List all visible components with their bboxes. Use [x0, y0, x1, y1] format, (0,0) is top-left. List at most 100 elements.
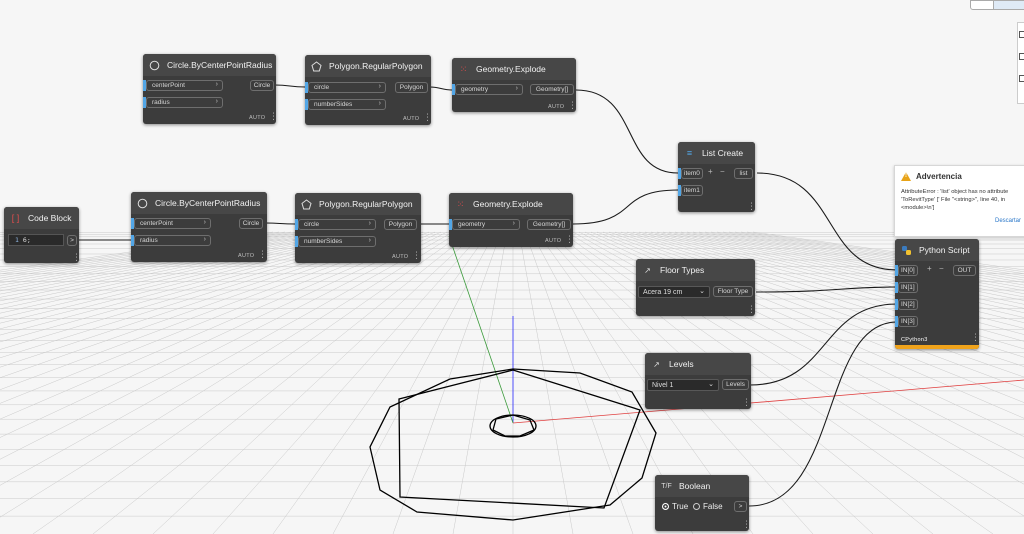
output-circle[interactable]: Circle: [239, 218, 263, 229]
node-geometry-explode-1[interactable]: ⁙Geometry.Explode geometry› Geometry[] A…: [452, 58, 577, 112]
output-geometry-array[interactable]: Geometry[]: [530, 84, 574, 95]
output-geometry-array[interactable]: Geometry[]: [527, 219, 571, 230]
code-text: 6;: [22, 236, 31, 244]
input-item1[interactable]: item1: [681, 185, 703, 196]
more-options-icon[interactable]: ⋮: [269, 111, 278, 121]
input-numbersides[interactable]: numberSides›: [298, 236, 376, 247]
input-port-marker: [143, 97, 146, 108]
more-options-icon[interactable]: ⋮: [568, 100, 577, 110]
input-numbersides[interactable]: numberSides›: [308, 99, 386, 110]
input-port-marker: [452, 84, 455, 95]
node-polygon-regular-polygon-2[interactable]: Polygon.RegularPolygon circle› numberSid…: [295, 193, 421, 263]
node-header[interactable]: Python Script: [895, 239, 979, 261]
add-input-button[interactable]: +: [927, 264, 932, 273]
output-polygon[interactable]: Polygon: [395, 82, 428, 93]
geometry-view-toggle-button[interactable]: [993, 0, 1024, 10]
input-centerpoint[interactable]: centerPoint›: [134, 218, 211, 229]
more-options-icon[interactable]: ⋮: [747, 201, 756, 211]
input-in3[interactable]: IN[3]: [898, 316, 918, 327]
node-title: Python Script: [919, 245, 970, 255]
chevron-right-icon: ›: [203, 236, 206, 243]
node-geometry-explode-2[interactable]: ⁙Geometry.Explode geometry› Geometry[] A…: [449, 193, 574, 247]
warning-bubble[interactable]: ! Advertencia AttributeError : 'list' ob…: [894, 165, 1024, 237]
input-centerpoint[interactable]: centerPoint›: [146, 80, 223, 91]
more-options-icon[interactable]: ⋮: [742, 519, 751, 529]
more-options-icon[interactable]: ⋮: [258, 249, 267, 259]
node-header[interactable]: Circle.ByCenterPointRadius: [143, 54, 276, 76]
input-port-marker: [895, 316, 898, 327]
node-header[interactable]: ↗Levels: [645, 353, 751, 375]
input-port-marker: [678, 185, 681, 196]
more-options-icon[interactable]: ⋮: [72, 252, 81, 262]
input-circle[interactable]: circle›: [308, 82, 386, 93]
node-header[interactable]: ⁙Geometry.Explode: [452, 58, 576, 80]
node-header[interactable]: ⁙Geometry.Explode: [449, 193, 573, 215]
remove-input-button[interactable]: −: [939, 264, 944, 273]
graph-view-toggle-button[interactable]: [970, 0, 994, 10]
chevron-right-icon: ›: [203, 219, 206, 226]
lacing-label: AUTO: [403, 116, 420, 122]
node-header[interactable]: ≡List Create: [678, 142, 755, 164]
node-title: Circle.ByCenterPointRadius: [155, 198, 261, 208]
input-geometry[interactable]: geometry›: [452, 219, 520, 230]
input-radius[interactable]: radius›: [134, 235, 211, 246]
remove-input-button[interactable]: −: [720, 167, 725, 176]
add-input-button[interactable]: +: [708, 167, 713, 176]
more-options-icon[interactable]: ⋮: [747, 304, 756, 314]
input-circle[interactable]: circle›: [298, 219, 376, 230]
node-circle-by-center-point-radius-2[interactable]: Circle.ByCenterPointRadius centerPoint› …: [131, 192, 267, 262]
chevron-right-icon: ›: [368, 220, 371, 227]
input-port-marker: [895, 299, 898, 310]
zoom-fit-icon[interactable]: [1019, 31, 1024, 38]
output-list[interactable]: list: [734, 168, 753, 179]
node-header[interactable]: Polygon.RegularPolygon: [295, 193, 421, 215]
node-levels[interactable]: ↗Levels Nivel 1⌄ Levels ⋮: [645, 353, 751, 409]
more-options-icon[interactable]: ⋮: [423, 112, 432, 122]
node-header[interactable]: Polygon.RegularPolygon: [305, 55, 431, 77]
circle-icon: [148, 59, 161, 72]
input-geometry[interactable]: geometry›: [455, 84, 523, 95]
more-options-icon[interactable]: ⋮: [412, 250, 421, 260]
level-dropdown[interactable]: Nivel 1⌄: [647, 379, 719, 391]
input-in1[interactable]: IN[1]: [898, 282, 918, 293]
node-title: Code Block: [28, 213, 72, 223]
dismiss-link[interactable]: Descartar: [995, 218, 1022, 224]
node-title: Geometry.Explode: [476, 64, 546, 74]
false-radio[interactable]: False: [693, 502, 723, 511]
more-options-icon[interactable]: ⋮: [971, 332, 980, 342]
input-radius[interactable]: radius›: [146, 97, 223, 108]
lacing-label: AUTO: [545, 238, 562, 244]
output-polygon[interactable]: Polygon: [384, 219, 417, 230]
input-in0[interactable]: IN[0]: [898, 265, 918, 276]
more-options-icon[interactable]: ⋮: [742, 397, 751, 407]
geometry-preview: [369, 368, 657, 521]
more-options-icon[interactable]: ⋮: [565, 234, 574, 244]
floor-type-dropdown[interactable]: Acera 19 cm⌄: [638, 286, 710, 298]
node-floor-types[interactable]: ↗Floor Types Acera 19 cm⌄ Floor Type ⋮: [636, 259, 756, 316]
zoom-controls[interactable]: [1017, 22, 1024, 104]
true-radio[interactable]: True: [662, 502, 688, 511]
node-header[interactable]: ↗Floor Types: [636, 259, 755, 281]
output-out[interactable]: OUT: [953, 265, 976, 276]
input-in2[interactable]: IN[2]: [898, 299, 918, 310]
node-header[interactable]: [ ]Code Block: [4, 207, 79, 229]
node-python-script[interactable]: Python Script IN[0] IN[1] IN[2] IN[3] + …: [895, 239, 980, 349]
output-floor-type[interactable]: Floor Type: [713, 286, 753, 297]
input-port-marker: [895, 282, 898, 293]
zoom-in-icon[interactable]: [1019, 53, 1024, 60]
output-circle[interactable]: Circle: [250, 80, 274, 91]
output-boolean[interactable]: >: [734, 501, 747, 512]
node-header[interactable]: Circle.ByCenterPointRadius: [131, 192, 267, 214]
zoom-out-icon[interactable]: [1019, 75, 1024, 82]
node-title: Boolean: [679, 481, 711, 491]
output-levels[interactable]: Levels: [722, 379, 749, 390]
node-polygon-regular-polygon-1[interactable]: Polygon.RegularPolygon circle› numberSid…: [305, 55, 432, 125]
node-list-create[interactable]: ≡List Create item0 item1 + − list ⋮: [678, 142, 756, 212]
node-circle-by-center-point-radius-1[interactable]: Circle.ByCenterPointRadius centerPoint› …: [143, 54, 278, 124]
output-code-block[interactable]: >: [67, 235, 77, 246]
input-item0[interactable]: item0: [681, 168, 703, 179]
